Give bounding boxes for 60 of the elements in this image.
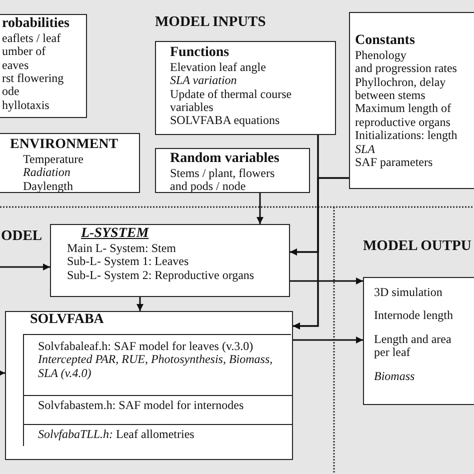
box-text: hyllotaxis	[2, 98, 50, 112]
arrow	[136, 297, 144, 311]
arrow	[0, 264, 50, 270]
box-text: Main L- System: Stem	[67, 242, 177, 256]
box-heading: robabilities	[2, 16, 70, 32]
section-label: ODEL	[1, 228, 42, 245]
box-text: Daylength	[22, 180, 74, 193]
text-box	[363, 277, 474, 405]
arrow	[0, 370, 5, 376]
arrow	[290, 278, 363, 284]
module-box	[23, 334, 291, 446]
box-text: SAF parameters	[355, 156, 434, 170]
box-heading: L-SYSTEM	[80, 226, 150, 242]
box-text: Elevation leaf angle	[170, 60, 267, 74]
box-text: SolvfabaTLL.h: Leaf allometries	[38, 428, 196, 442]
text-box	[155, 148, 310, 193]
text-box	[50, 224, 290, 297]
box-text: 3D simulation	[374, 286, 444, 300]
box-text: and progression rates	[355, 62, 458, 76]
arrow	[293, 177, 349, 330]
box-heading: ENVIRONMENT	[9, 137, 120, 153]
box-text: Phyllochron, delay between stems	[355, 76, 447, 102]
box-text: Biomass	[374, 370, 416, 384]
text-box	[0, 133, 140, 193]
box-text: Maximum length of reproductive organs	[355, 102, 452, 130]
box-text: Initializations: length	[355, 129, 458, 143]
box-text: Intercepted PAR, RUE, Photosynthesis, Biomass, SLA (v.4.0)	[38, 353, 274, 380]
box-text: SLA	[355, 142, 376, 156]
box-text: ode	[2, 85, 20, 99]
box-text: eaves	[2, 58, 30, 72]
box-text: Internode length	[374, 309, 454, 323]
arrow	[293, 336, 363, 344]
box-heading: SOLVFABA	[30, 312, 105, 328]
box-text: Update of thermal course variables	[170, 88, 293, 114]
box-text: SLA variation	[170, 74, 238, 88]
box-text: Phenology	[355, 48, 408, 62]
text-box	[0, 14, 87, 118]
table-row	[24, 424, 292, 447]
box-text: umber of	[2, 45, 47, 59]
box-text: Solvfabastem.h: SAF model for internodes	[38, 399, 245, 412]
arrow	[256, 193, 264, 224]
box-text: Length and area per leaf	[374, 332, 452, 360]
text-box	[349, 12, 474, 189]
box-text: Stems / plant, flowers and pods / node	[170, 166, 276, 194]
box-text: eaflets / leaf	[2, 32, 62, 46]
text-box	[155, 41, 336, 135]
box-heading: Constants	[355, 33, 416, 49]
box-text: SOLVFABA equations	[170, 114, 281, 128]
box-text: Sub-L- System 2: Reproductive organs	[67, 268, 256, 282]
box-heading: Random variables	[170, 151, 280, 167]
box-text: Sub-L- System 1: Leaves	[67, 255, 190, 269]
section-label: MODEL OUTPU	[363, 238, 472, 255]
section-label: MODEL INPUTS	[155, 14, 266, 31]
box-text: Solvfabaleaf.h: SAF model for leaves (v.3.0)	[38, 340, 254, 354]
box-heading: Functions	[170, 45, 230, 61]
box-text: rst flowering	[2, 72, 65, 86]
box-text: Temperature	[22, 152, 84, 166]
box-text: Radiation	[22, 166, 70, 180]
text-box	[5, 311, 293, 460]
table-row	[24, 395, 292, 424]
